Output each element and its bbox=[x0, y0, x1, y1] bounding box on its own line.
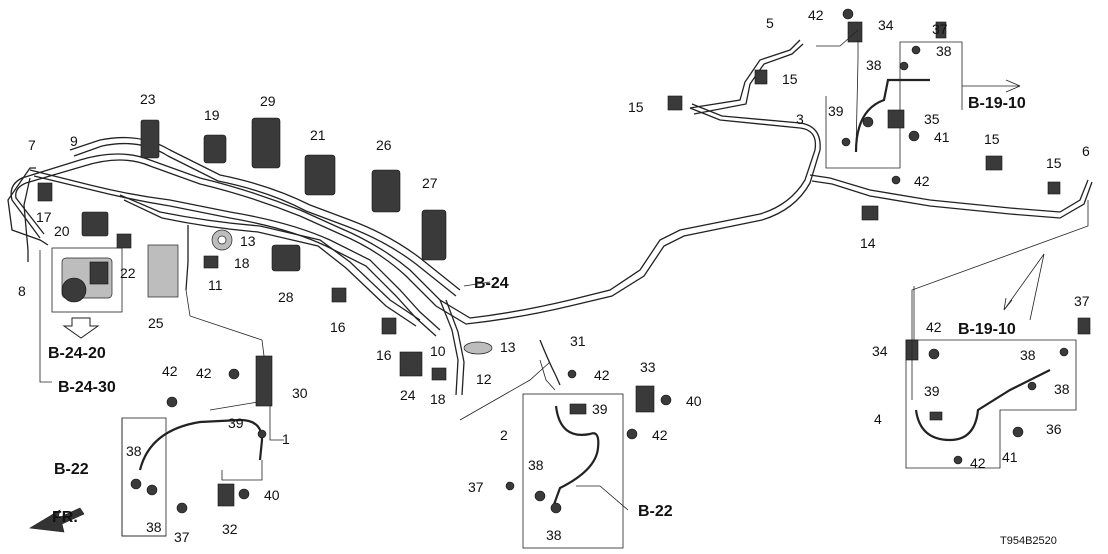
reference-arrows bbox=[29, 79, 1045, 533]
callout-39b: 39 bbox=[228, 415, 244, 431]
callout-16a: 16 bbox=[330, 319, 346, 335]
callout-38b: 38 bbox=[866, 57, 882, 73]
callout-37d: 37 bbox=[174, 529, 190, 545]
callout-1: 1 bbox=[282, 431, 290, 447]
callout-13b: 13 bbox=[500, 339, 516, 355]
part-callouts: 1 2 3 4 5 6 7 8 9 10 11 12 13 13 14 15 1… bbox=[18, 7, 1090, 545]
callout-38a: 38 bbox=[936, 43, 952, 59]
callout-33: 33 bbox=[640, 359, 656, 375]
ref-b1910-top: B-19-10 bbox=[968, 95, 1026, 112]
callout-17: 17 bbox=[36, 209, 52, 225]
callout-11: 11 bbox=[208, 277, 223, 293]
callout-15b: 15 bbox=[782, 71, 798, 87]
callout-42d: 42 bbox=[970, 455, 986, 471]
callout-23: 23 bbox=[140, 91, 156, 107]
abs-modulator bbox=[51, 247, 123, 339]
middle-hose-group bbox=[459, 339, 672, 549]
callout-19: 19 bbox=[204, 107, 220, 123]
callout-34a: 34 bbox=[878, 17, 894, 33]
callout-15c: 15 bbox=[984, 131, 1000, 147]
front-left-hose-group bbox=[121, 289, 284, 537]
callout-42e: 42 bbox=[594, 367, 610, 383]
callout-22: 22 bbox=[120, 265, 136, 281]
callout-38d: 38 bbox=[1054, 381, 1070, 397]
callout-27: 27 bbox=[422, 175, 438, 191]
callout-18b: 18 bbox=[430, 391, 446, 407]
callout-26: 26 bbox=[376, 137, 392, 153]
ref-b2420: B-24-20 bbox=[48, 345, 106, 362]
callout-41a: 41 bbox=[934, 129, 950, 145]
callout-42b: 42 bbox=[914, 173, 930, 189]
callout-12: 12 bbox=[476, 371, 492, 387]
callout-40a: 40 bbox=[264, 487, 280, 503]
callout-35: 35 bbox=[924, 111, 940, 127]
callout-14: 14 bbox=[860, 235, 876, 251]
callout-42a: 42 bbox=[808, 7, 824, 23]
callout-34b: 34 bbox=[872, 343, 888, 359]
callout-42h: 42 bbox=[162, 363, 178, 379]
callout-9: 9 bbox=[70, 133, 78, 149]
callout-42f: 42 bbox=[652, 427, 668, 443]
callout-38g: 38 bbox=[528, 457, 544, 473]
reference-labels: B-24 B-24-20 B-24-30 B-22 B-22 B-19-10 B… bbox=[48, 95, 1057, 547]
callout-37a: 37 bbox=[932, 21, 948, 37]
callout-20: 20 bbox=[54, 223, 70, 239]
callout-24: 24 bbox=[400, 387, 416, 403]
callout-16b: 16 bbox=[376, 347, 392, 363]
callout-28: 28 bbox=[278, 289, 294, 305]
callout-38f: 38 bbox=[146, 519, 162, 535]
callout-39d: 39 bbox=[924, 383, 940, 399]
callout-40b: 40 bbox=[686, 393, 702, 409]
front-direction-arrow-icon bbox=[29, 507, 85, 533]
callout-38c: 38 bbox=[1020, 347, 1036, 363]
callout-3: 3 bbox=[796, 111, 804, 127]
callout-39c: 39 bbox=[592, 401, 608, 417]
clip-parts bbox=[37, 69, 1061, 381]
callout-42c: 42 bbox=[926, 319, 942, 335]
callout-37c: 37 bbox=[468, 479, 484, 495]
callout-30: 30 bbox=[292, 385, 308, 401]
callout-15d: 15 bbox=[1046, 155, 1062, 171]
diagram-code: T954B2520 bbox=[1000, 535, 1057, 547]
callout-29: 29 bbox=[260, 93, 276, 109]
callout-10: 10 bbox=[430, 343, 446, 359]
ref-b22-mid: B-22 bbox=[638, 503, 673, 520]
direction-label: FR. bbox=[52, 509, 78, 526]
ref-b22-left: B-22 bbox=[54, 461, 89, 478]
callout-7: 7 bbox=[28, 137, 36, 153]
callout-41b: 41 bbox=[1002, 449, 1018, 465]
bottom-right-hose-group bbox=[905, 200, 1091, 469]
callout-6: 6 bbox=[1082, 143, 1090, 159]
callout-8: 8 bbox=[18, 283, 26, 299]
callout-2: 2 bbox=[500, 427, 508, 443]
callout-42g: 42 bbox=[196, 365, 212, 381]
callout-25: 25 bbox=[148, 315, 164, 331]
ref-b1910-right: B-19-10 bbox=[958, 321, 1016, 338]
callout-32: 32 bbox=[222, 521, 238, 537]
brake-pipe-bundle bbox=[7, 39, 1093, 396]
callout-39a: 39 bbox=[828, 103, 844, 119]
ref-b24: B-24 bbox=[474, 275, 509, 292]
callout-4: 4 bbox=[874, 411, 882, 427]
callout-37b: 37 bbox=[1074, 293, 1090, 309]
ref-b2430: B-24-30 bbox=[58, 379, 116, 396]
callout-5: 5 bbox=[766, 15, 774, 31]
top-right-hose-group bbox=[816, 8, 963, 185]
callout-13a: 13 bbox=[240, 233, 256, 249]
callout-36: 36 bbox=[1046, 421, 1062, 437]
callout-21: 21 bbox=[310, 127, 326, 143]
callout-38e: 38 bbox=[126, 443, 142, 459]
callout-38h: 38 bbox=[546, 527, 562, 543]
callout-15a: 15 bbox=[628, 99, 644, 115]
callout-18a: 18 bbox=[234, 255, 250, 271]
callout-31: 31 bbox=[570, 333, 586, 349]
